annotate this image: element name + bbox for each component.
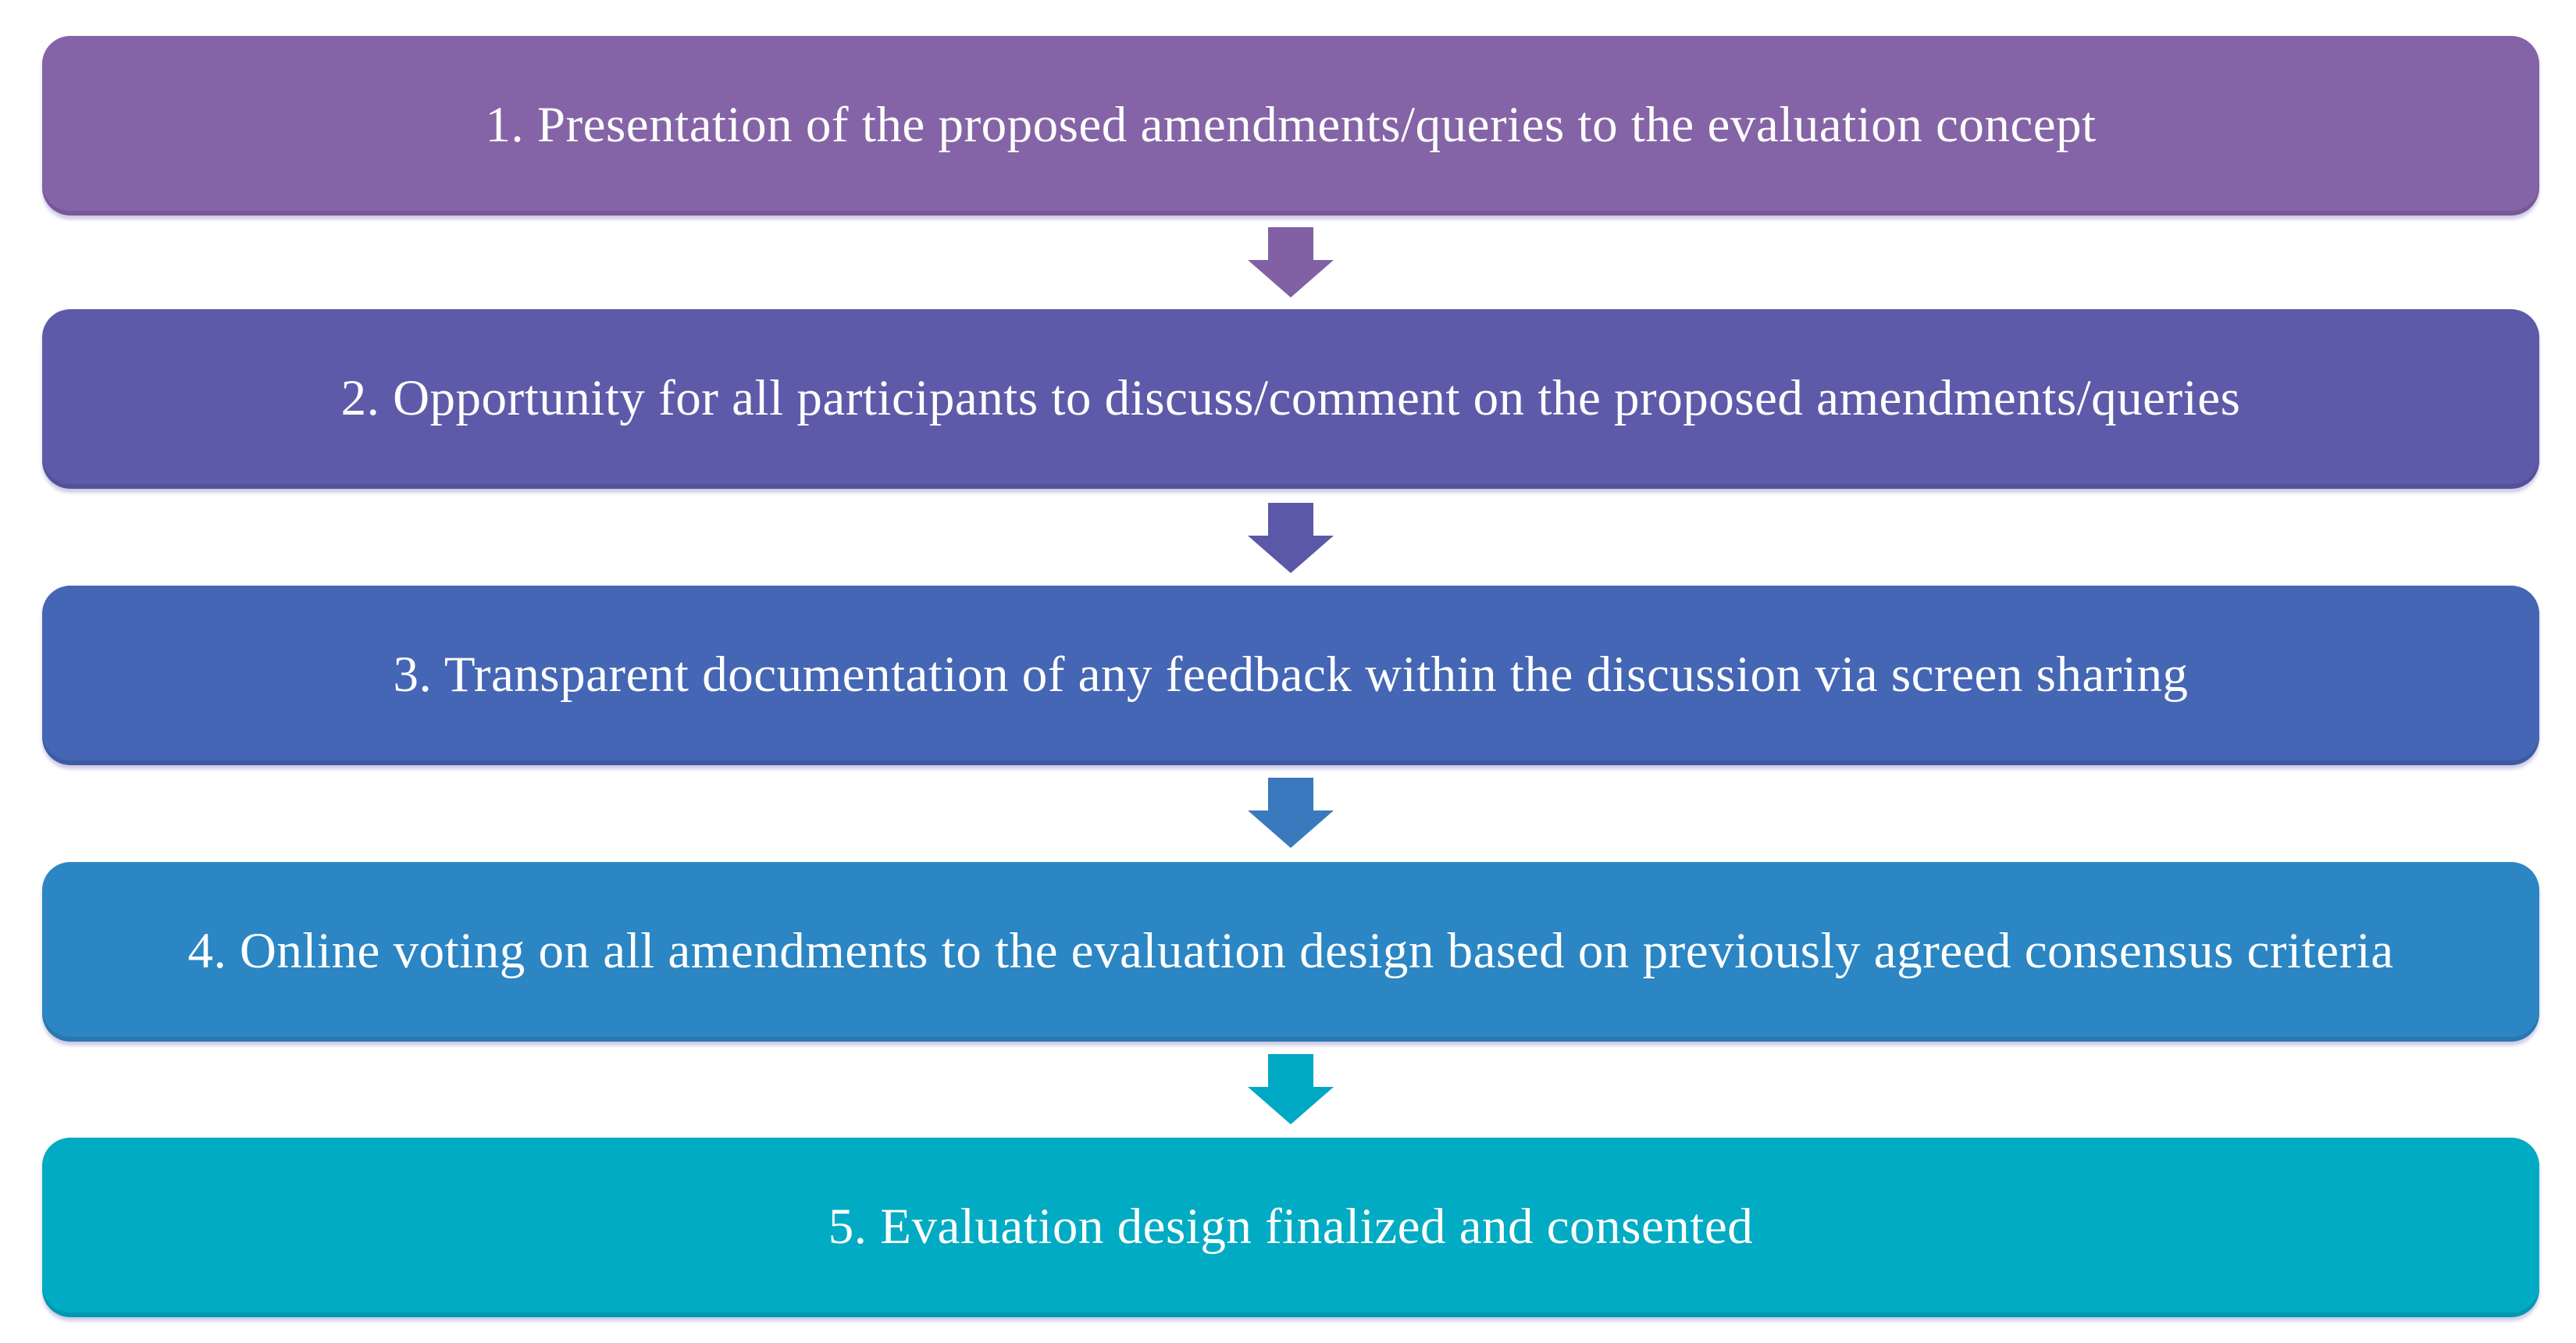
down-arrow-icon (1248, 778, 1334, 848)
flowchart-step-1: 1. Presentation of the proposed amendmen… (42, 36, 2539, 216)
step-5-label: 5. Evaluation design finalized and conse… (828, 1199, 1754, 1256)
down-arrow-icon (1248, 1054, 1334, 1124)
step-4-label: 4. Online voting on all amendments to th… (187, 923, 2394, 980)
down-arrow-icon (1248, 503, 1334, 573)
flowchart-step-4: 4. Online voting on all amendments to th… (42, 862, 2539, 1042)
step-2-label: 2. Opportunity for all participants to d… (340, 370, 2241, 427)
flowchart-step-5: 5. Evaluation design finalized and conse… (42, 1138, 2539, 1317)
flowchart-step-2: 2. Opportunity for all participants to d… (42, 309, 2539, 489)
flowchart-step-3: 3. Transparent documentation of any feed… (42, 586, 2539, 765)
step-1-label: 1. Presentation of the proposed amendmen… (485, 97, 2097, 154)
down-arrow-icon (1248, 227, 1334, 297)
step-3-label: 3. Transparent documentation of any feed… (393, 647, 2189, 704)
